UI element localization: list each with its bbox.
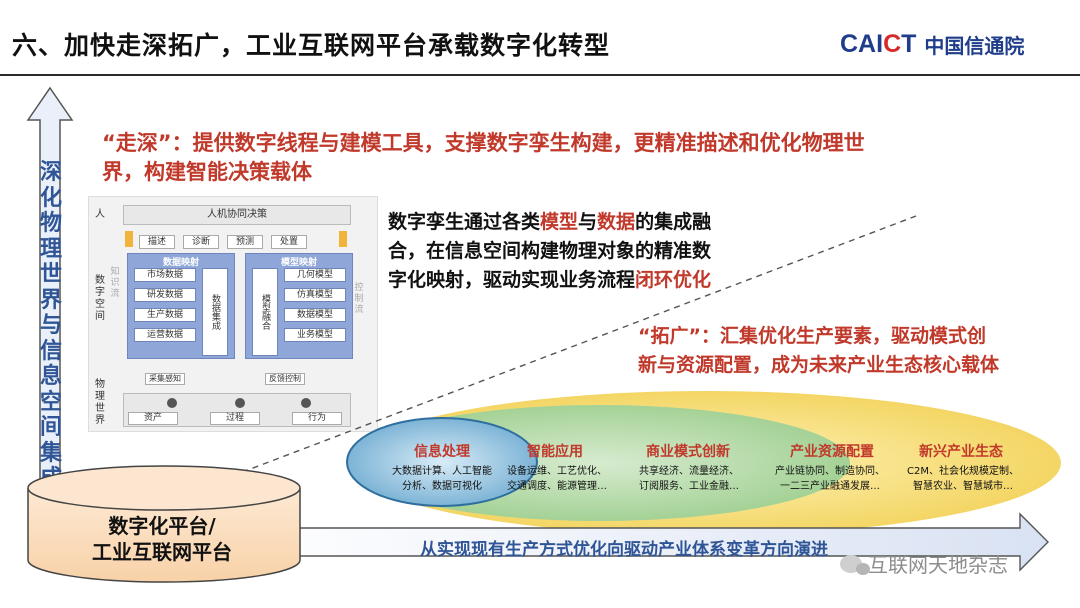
data-item: 运营数据	[134, 328, 196, 342]
data-item: 生产数据	[134, 308, 196, 322]
ellipse-label-business: 商业模式创新	[646, 444, 730, 460]
layer-human-label: 人	[95, 209, 105, 220]
wechat-icon	[840, 554, 870, 575]
sense-tag: 采集感知	[145, 373, 185, 385]
data-map-title: 数据映射	[162, 258, 199, 268]
cylinder-body	[27, 488, 301, 583]
vertical-up-arrow	[26, 86, 74, 486]
op-describe: 描述	[139, 235, 175, 249]
watermark: 互联网天地杂志	[840, 549, 1008, 578]
ellipse-label-resource: 产业资源配置	[790, 444, 874, 460]
ellipse-desc-ecosystem: C2M、社会化规模定制、智慧农业、智慧城市…	[907, 466, 1019, 492]
logo-latin: CAICT	[840, 29, 917, 58]
data-item: 研发数据	[134, 288, 196, 302]
cylinder-top	[27, 465, 301, 511]
ellipse-desc-smart: 设备运维、工艺优化、交通调度、能源管理…	[507, 466, 607, 492]
ellipse-desc-resource: 产业链协同、制造协同、一二三产业融通发展…	[775, 466, 885, 492]
title-divider	[0, 74, 1080, 76]
watermark-text: 互联网天地杂志	[868, 553, 1008, 577]
caict-logo: CAICT 中国信通院	[840, 28, 1024, 60]
ellipse-desc-business: 共享经济、流量经济、订阅服务、工业金融…	[639, 466, 739, 492]
ellipse-label-ecosystem: 新兴产业生态	[919, 444, 1003, 460]
cylinder-label: 数字化平台/ 工业互联网平台	[92, 514, 232, 564]
data-map-box: 数据映射 市场数据 研发数据 生产数据 运营数据 数据集成	[127, 253, 235, 359]
op-diagnose: 诊断	[183, 235, 219, 249]
physical-item: 资产	[128, 412, 178, 425]
broad-description: “拓广”：汇集优化生产要素，驱动模式创 新与资源配置，成为未来产业生态核心载体	[638, 325, 1000, 376]
knowledge-flow-tag: 知识流	[110, 267, 120, 299]
horizontal-arrow-text: 从实现现有生产方式优化向驱动产业体系变革方向演进	[420, 540, 828, 560]
ellipse-label-info: 信息处理	[414, 444, 470, 460]
data-item: 市场数据	[134, 268, 196, 282]
data-integration: 数据集成	[202, 268, 228, 356]
deep-description: “走深”：提供数字线程与建模工具，支撑数字孪生构建，更精准描述和优化物理世界，构…	[102, 131, 865, 184]
vertical-arrow-text: 深化物理世界与信息空间集成	[39, 160, 62, 491]
ellipse-label-smart: 智能应用	[527, 444, 583, 460]
logo-chinese: 中国信通院	[924, 33, 1025, 58]
layer-physical-label: 物理世界	[95, 379, 105, 426]
ellipse-desc-info: 大数据计算、人工智能分析、数据可视化	[392, 466, 492, 492]
layer-digital-label: 数字空间	[95, 275, 105, 322]
page-title: 六、加快走深拓广，工业互联网平台承载数字化转型	[12, 31, 611, 60]
left-up-arrow-icon	[125, 231, 133, 247]
ellipse-blue	[346, 417, 538, 507]
